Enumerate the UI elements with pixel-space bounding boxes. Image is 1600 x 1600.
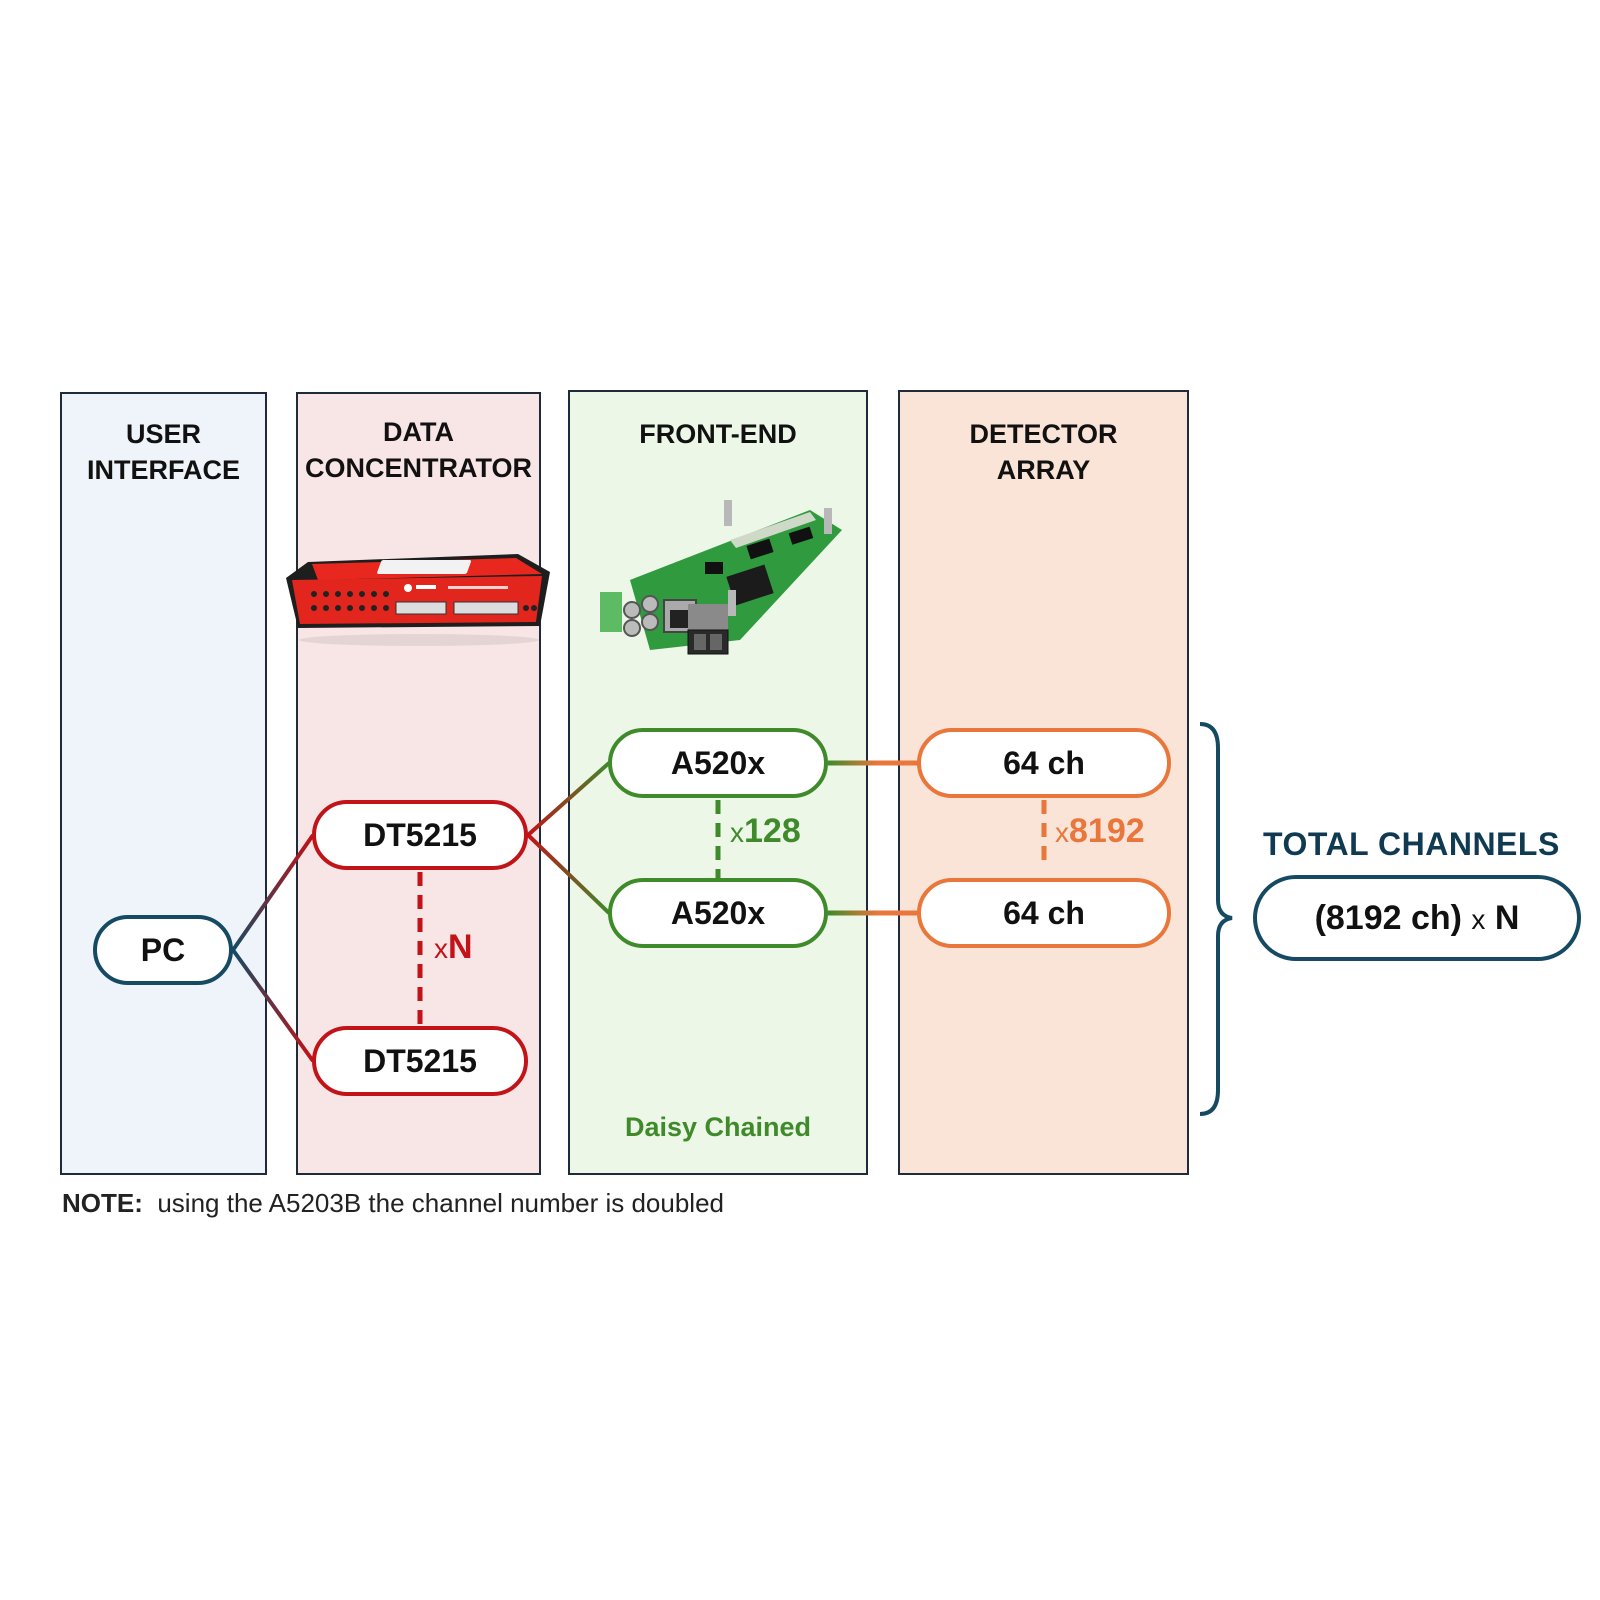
node-dt5215-label: DT5215	[363, 1042, 477, 1079]
dt5215-device-image	[286, 554, 550, 646]
multiplier-a520x: x128	[730, 812, 801, 851]
column-title-user-interface: USER INTERFACE	[86, 419, 240, 485]
node-dt5215-top: DT5215	[312, 800, 528, 870]
node-a520x-label: A520x	[670, 894, 766, 931]
multiplier-x: x	[434, 933, 448, 964]
node-dt5215-label: DT5215	[363, 816, 477, 853]
total-channels-value: (8192 ch) x N	[1253, 875, 1581, 961]
multiplier-dt5215: xN	[434, 928, 473, 967]
multiplier-value: 128	[744, 812, 801, 850]
node-dt5215-bottom: DT5215	[312, 1026, 528, 1096]
node-64ch-top: 64 ch	[917, 728, 1171, 798]
total-channels-title: TOTAL CHANNELS	[1263, 826, 1560, 862]
multiplier-x: x	[1055, 817, 1069, 848]
node-64ch-bottom: 64 ch	[917, 878, 1171, 948]
wire-pc-dt5215-bottom	[231, 948, 315, 1063]
node-a520x-bottom: A520x	[608, 878, 828, 948]
node-64ch-label: 64 ch	[1003, 894, 1085, 931]
a520x-board-image	[600, 500, 842, 655]
total-value-main: (8192 ch)	[1314, 898, 1462, 937]
wire-dt5215-a520x-top	[526, 761, 611, 837]
node-pc: PC	[93, 915, 233, 985]
total-value-n: N	[1494, 898, 1520, 937]
footnote: NOTE: using the A5203B the channel numbe…	[62, 1188, 724, 1219]
node-a520x-top: A520x	[608, 728, 828, 798]
total-value-x: x	[1471, 903, 1486, 935]
multiplier-value: N	[448, 928, 473, 966]
column-title-front-end: FRONT-END	[639, 419, 797, 449]
multiplier-detector: x8192	[1055, 812, 1145, 851]
multiplier-x: x	[730, 817, 744, 848]
column-user-interface: USER INTERFACE	[60, 392, 267, 1175]
total-brace	[1199, 722, 1233, 1116]
node-pc-label: PC	[140, 931, 186, 968]
footnote-label: NOTE:	[62, 1188, 143, 1218]
node-64ch-label: 64 ch	[1003, 744, 1085, 781]
wire-dt5215-a520x-bottom	[526, 833, 611, 915]
multiplier-value: 8192	[1069, 812, 1145, 850]
column-title-data-concentrator: DATA CONCENTRATOR	[305, 417, 532, 483]
column-title-detector-array: DETECTOR ARRAY	[969, 419, 1118, 485]
wire-pc-dt5215-top	[231, 833, 315, 952]
node-a520x-label: A520x	[670, 744, 766, 781]
daisy-chained-caption: Daisy Chained	[624, 1112, 812, 1142]
footnote-text: using the A5203B the channel number is d…	[157, 1188, 724, 1218]
